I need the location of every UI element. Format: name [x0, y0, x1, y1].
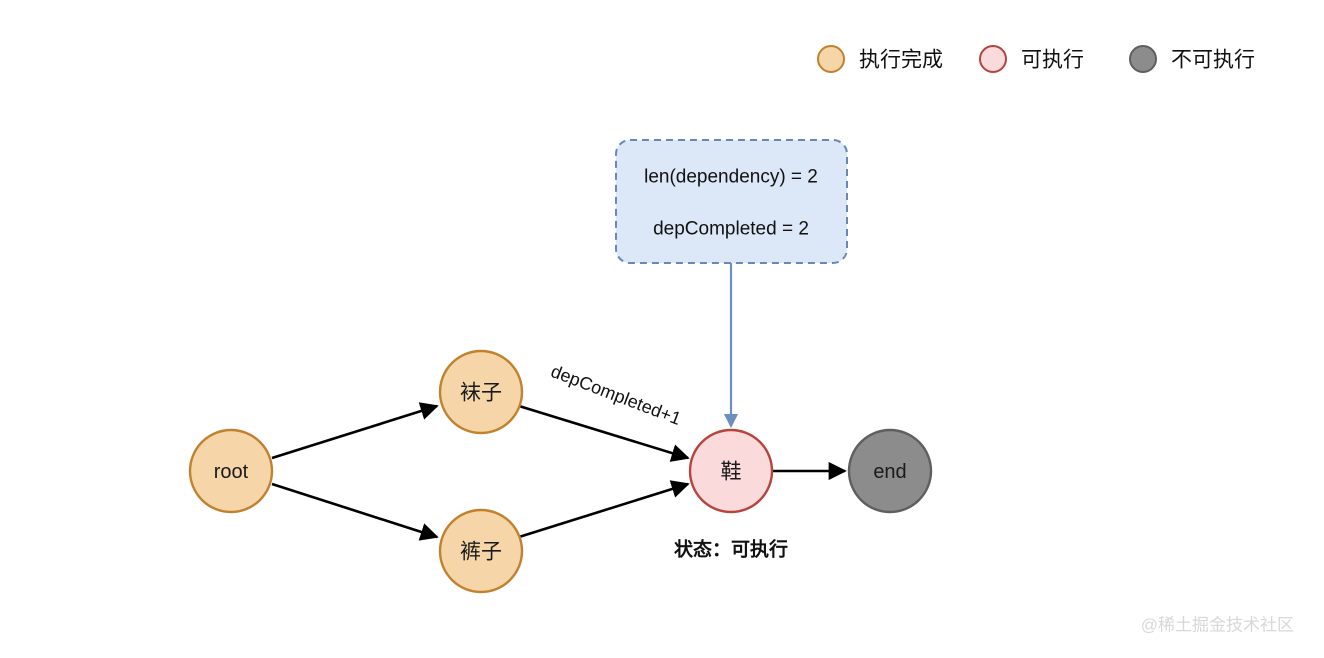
node-end-label: end — [873, 461, 906, 483]
legend: 执行完成 可执行 不可执行 — [817, 45, 1255, 73]
legend-swatch-completed-icon — [817, 45, 845, 73]
node-pants[interactable]: 裤子 — [438, 508, 524, 594]
callout-line-depcompleted: depCompleted = 2 — [653, 219, 809, 240]
node-pants-label: 裤子 — [460, 541, 502, 564]
legend-label-blocked: 不可执行 — [1171, 49, 1255, 72]
legend-item-blocked: 不可执行 — [1129, 45, 1255, 73]
watermark: @稀土掘金技术社区 — [1141, 616, 1294, 635]
node-root-label: root — [214, 461, 249, 483]
edge-pants-to-shoe — [518, 480, 690, 539]
legend-swatch-blocked-icon — [1129, 45, 1157, 73]
callout-line-dependency: len(dependency) = 2 — [644, 167, 818, 188]
edge-socks-to-shoe — [518, 404, 690, 462]
node-shoe-label: 鞋 — [721, 461, 742, 484]
legend-item-runnable: 可执行 — [979, 45, 1084, 73]
node-pants-circle[interactable] — [438, 508, 524, 594]
node-socks-circle[interactable] — [438, 349, 524, 435]
node-shoe[interactable]: 鞋 — [688, 428, 774, 514]
edge-root-to-socks — [271, 402, 439, 460]
callout-box — [615, 139, 848, 264]
status-note: 状态：可执行 — [674, 538, 788, 561]
node-socks[interactable]: 袜子 — [438, 349, 524, 435]
edge-root-to-pants — [271, 482, 439, 541]
node-end-circle[interactable] — [847, 428, 933, 514]
edge-label-depcompleted: depCompleted+1 — [548, 361, 684, 429]
node-socks-label: 袜子 — [460, 382, 502, 405]
node-root[interactable]: root — [188, 428, 274, 514]
callout-annotation: len(dependency) = 2 depCompleted = 2 — [615, 139, 848, 429]
legend-label-completed: 执行完成 — [859, 49, 943, 72]
node-shoe-circle[interactable] — [688, 428, 774, 514]
node-end[interactable]: end — [847, 428, 933, 514]
nodes: root 袜子 裤子 鞋 end — [188, 349, 933, 594]
legend-item-completed: 执行完成 — [817, 45, 943, 73]
legend-label-runnable: 可执行 — [1021, 49, 1084, 72]
legend-swatch-runnable-icon — [979, 45, 1007, 73]
node-root-circle[interactable] — [188, 428, 274, 514]
